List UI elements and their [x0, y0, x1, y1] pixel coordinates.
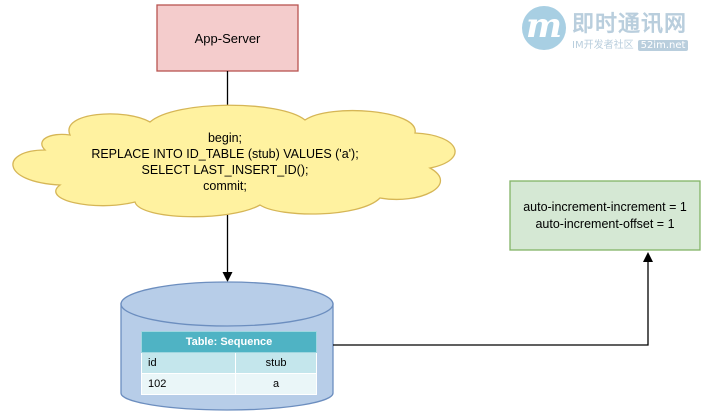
sql-line-replace: REPLACE INTO ID_TABLE (stub) VALUES ('a'…: [91, 147, 358, 161]
column-header-stub: stub: [235, 352, 317, 374]
config-box: [509, 180, 701, 251]
app-server-label: App-Server: [195, 31, 261, 46]
app-server-box: [156, 4, 299, 72]
sql-line-begin: begin;: [208, 131, 242, 145]
brand-logo: m: [522, 6, 566, 50]
config-line-offset: auto-increment-offset = 1: [535, 217, 674, 231]
table-row: 102 a: [140, 373, 317, 395]
table-title: Table: Sequence: [141, 331, 317, 353]
database-top: [120, 281, 334, 327]
config-line-increment: auto-increment-increment = 1: [523, 200, 687, 214]
column-header-id: id: [140, 352, 237, 374]
cloud-sql-text: begin; REPLACE INTO ID_TABLE (stub) VALU…: [91, 131, 358, 193]
sql-line-commit: commit;: [203, 179, 247, 193]
cell-stub: a: [235, 373, 317, 395]
table-header-row: id stub: [140, 352, 317, 374]
brand-name: 即时通讯网: [572, 12, 688, 37]
cloud-shape: [12, 104, 456, 218]
brand-subtitle-text: IM开发者社区: [572, 40, 634, 51]
brand-url: 52im.net: [637, 40, 689, 51]
sequence-table: Table: Sequence id stub 102 a: [140, 331, 317, 395]
sql-line-select: SELECT LAST_INSERT_ID();: [142, 163, 309, 177]
arrow-db-to-config: [333, 252, 653, 346]
cell-id: 102: [140, 373, 237, 395]
